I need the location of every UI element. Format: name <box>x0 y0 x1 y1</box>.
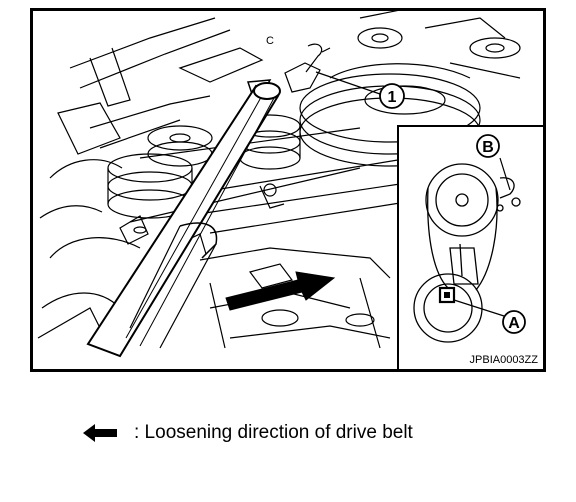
callout-a: A <box>502 310 526 334</box>
callout-1-label: 1 <box>388 89 397 106</box>
callout-b: B <box>476 134 500 158</box>
loosening-direction-arrow <box>225 271 336 311</box>
engine-illustration: 1 C <box>30 8 546 372</box>
left-arrow-icon <box>83 424 117 442</box>
tensioner-inset <box>397 125 545 371</box>
callout-a-label: A <box>508 315 520 332</box>
legend-text: : Loosening direction of drive belt <box>134 422 413 443</box>
wrench-tool <box>86 79 281 358</box>
legend: : Loosening direction of drive belt <box>82 420 413 446</box>
callout-c-label: C <box>266 35 274 47</box>
callout-1: 1 <box>315 71 405 109</box>
image-code: JPBIA0003ZZ <box>470 354 539 366</box>
callout-b-label: B <box>482 139 494 156</box>
